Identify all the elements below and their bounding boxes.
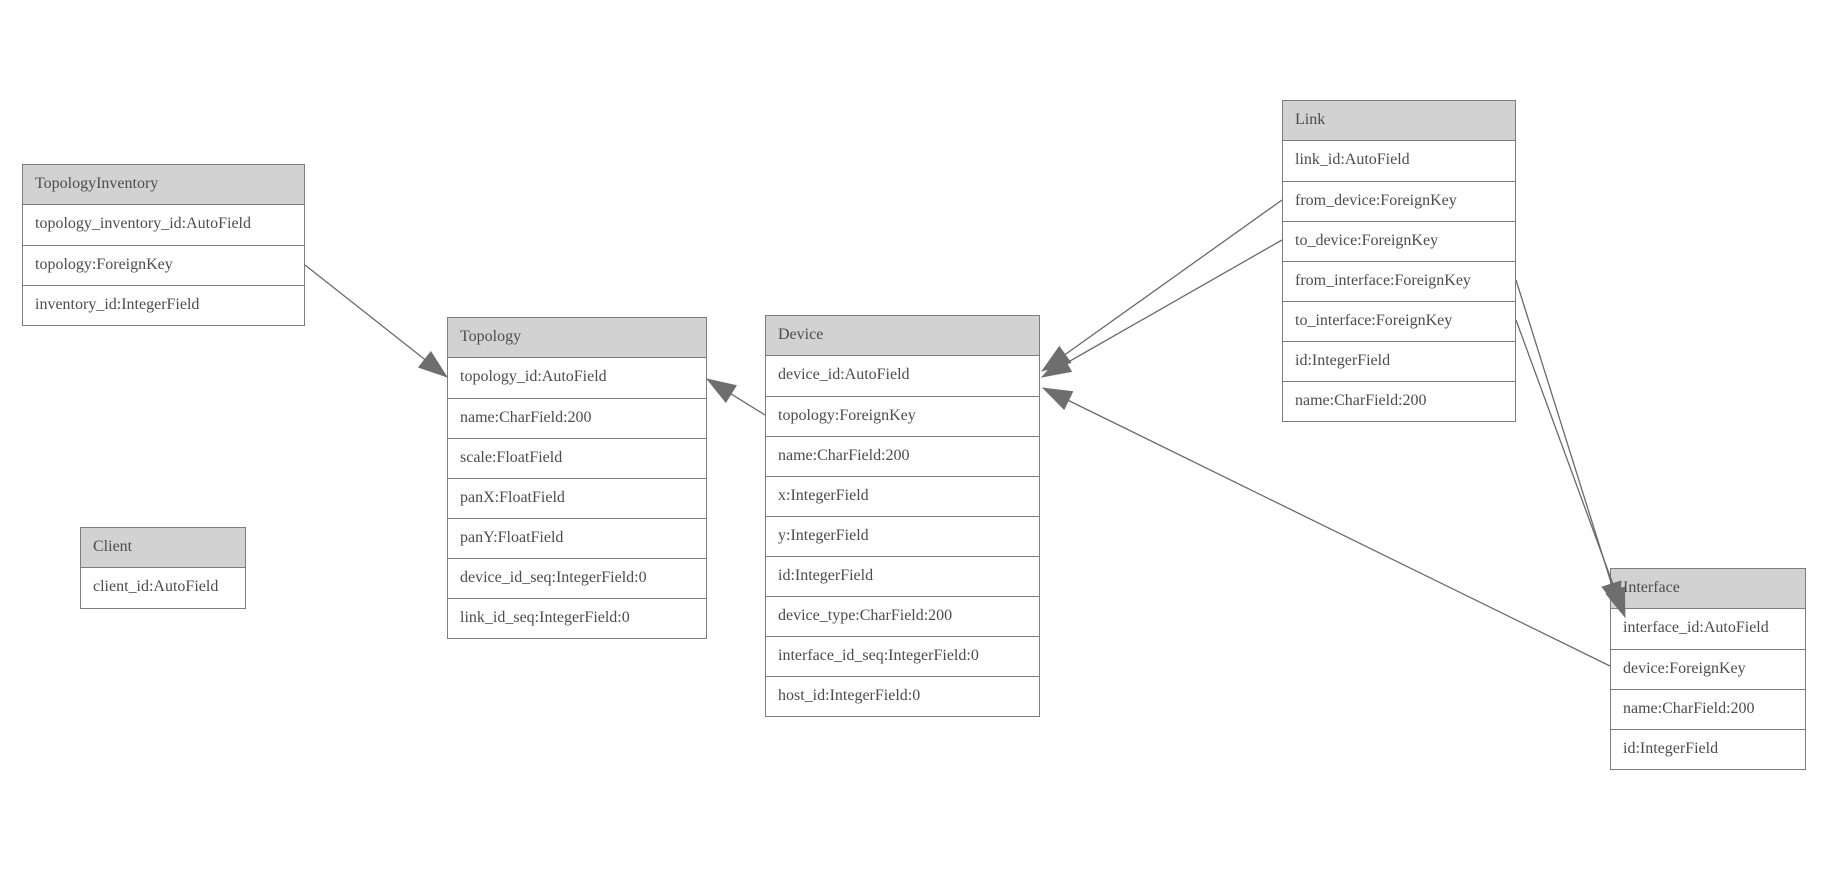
- field-row: name:CharField:200: [1283, 381, 1515, 421]
- edge-link-to_interface: [1515, 319, 1626, 619]
- field-row: id:IntegerField: [766, 556, 1039, 596]
- field-row: name:CharField:200: [1611, 689, 1805, 729]
- field-row: name:CharField:200: [448, 398, 706, 438]
- field-row: host_id:IntegerField:0: [766, 676, 1039, 716]
- field-row: topology_id:AutoField: [448, 358, 706, 398]
- entity-title-topology: Topology: [448, 318, 706, 358]
- field-row: device_id_seq:IntegerField:0: [448, 558, 706, 598]
- edge-interface-device: [1041, 387, 1611, 667]
- field-row: link_id:AutoField: [1283, 141, 1515, 181]
- entity-title-device: Device: [766, 316, 1039, 356]
- entity-title-interface: Interface: [1611, 569, 1805, 609]
- field-row: id:IntegerField: [1611, 729, 1805, 769]
- field-row: interface_id:AutoField: [1611, 609, 1805, 649]
- field-row: device_type:CharField:200: [766, 596, 1039, 636]
- edge-link-to_device: [1040, 239, 1283, 378]
- field-row: x:IntegerField: [766, 476, 1039, 516]
- edge-device-topology: [705, 378, 766, 416]
- field-row: link_id_seq:IntegerField:0: [448, 598, 706, 638]
- field-row: scale:FloatField: [448, 438, 706, 478]
- field-row: panX:FloatField: [448, 478, 706, 518]
- field-row: interface_id_seq:IntegerField:0: [766, 636, 1039, 676]
- field-row: topology:ForeignKey: [766, 396, 1039, 436]
- field-row: inventory_id:IntegerField: [23, 285, 304, 325]
- entity-title-topologyinventory: TopologyInventory: [23, 165, 304, 205]
- field-row: to_interface:ForeignKey: [1283, 301, 1515, 341]
- field-row: device_id:AutoField: [766, 356, 1039, 396]
- field-row: panY:FloatField: [448, 518, 706, 558]
- edge-topologyinventory-topology: [304, 264, 448, 378]
- field-row: y:IntegerField: [766, 516, 1039, 556]
- field-row: from_device:ForeignKey: [1283, 181, 1515, 221]
- field-row: topology:ForeignKey: [23, 245, 304, 285]
- field-row: device:ForeignKey: [1611, 649, 1805, 689]
- field-row: to_device:ForeignKey: [1283, 221, 1515, 261]
- field-row: from_interface:ForeignKey: [1283, 261, 1515, 301]
- edge-link-from_interface: [1515, 279, 1622, 613]
- edge-link-from_device: [1041, 199, 1283, 372]
- field-row: name:CharField:200: [766, 436, 1039, 476]
- entity-title-client: Client: [81, 528, 245, 568]
- field-row: client_id:AutoField: [81, 568, 245, 608]
- field-row: topology_inventory_id:AutoField: [23, 205, 304, 245]
- entity-title-link: Link: [1283, 101, 1515, 141]
- field-row: id:IntegerField: [1283, 341, 1515, 381]
